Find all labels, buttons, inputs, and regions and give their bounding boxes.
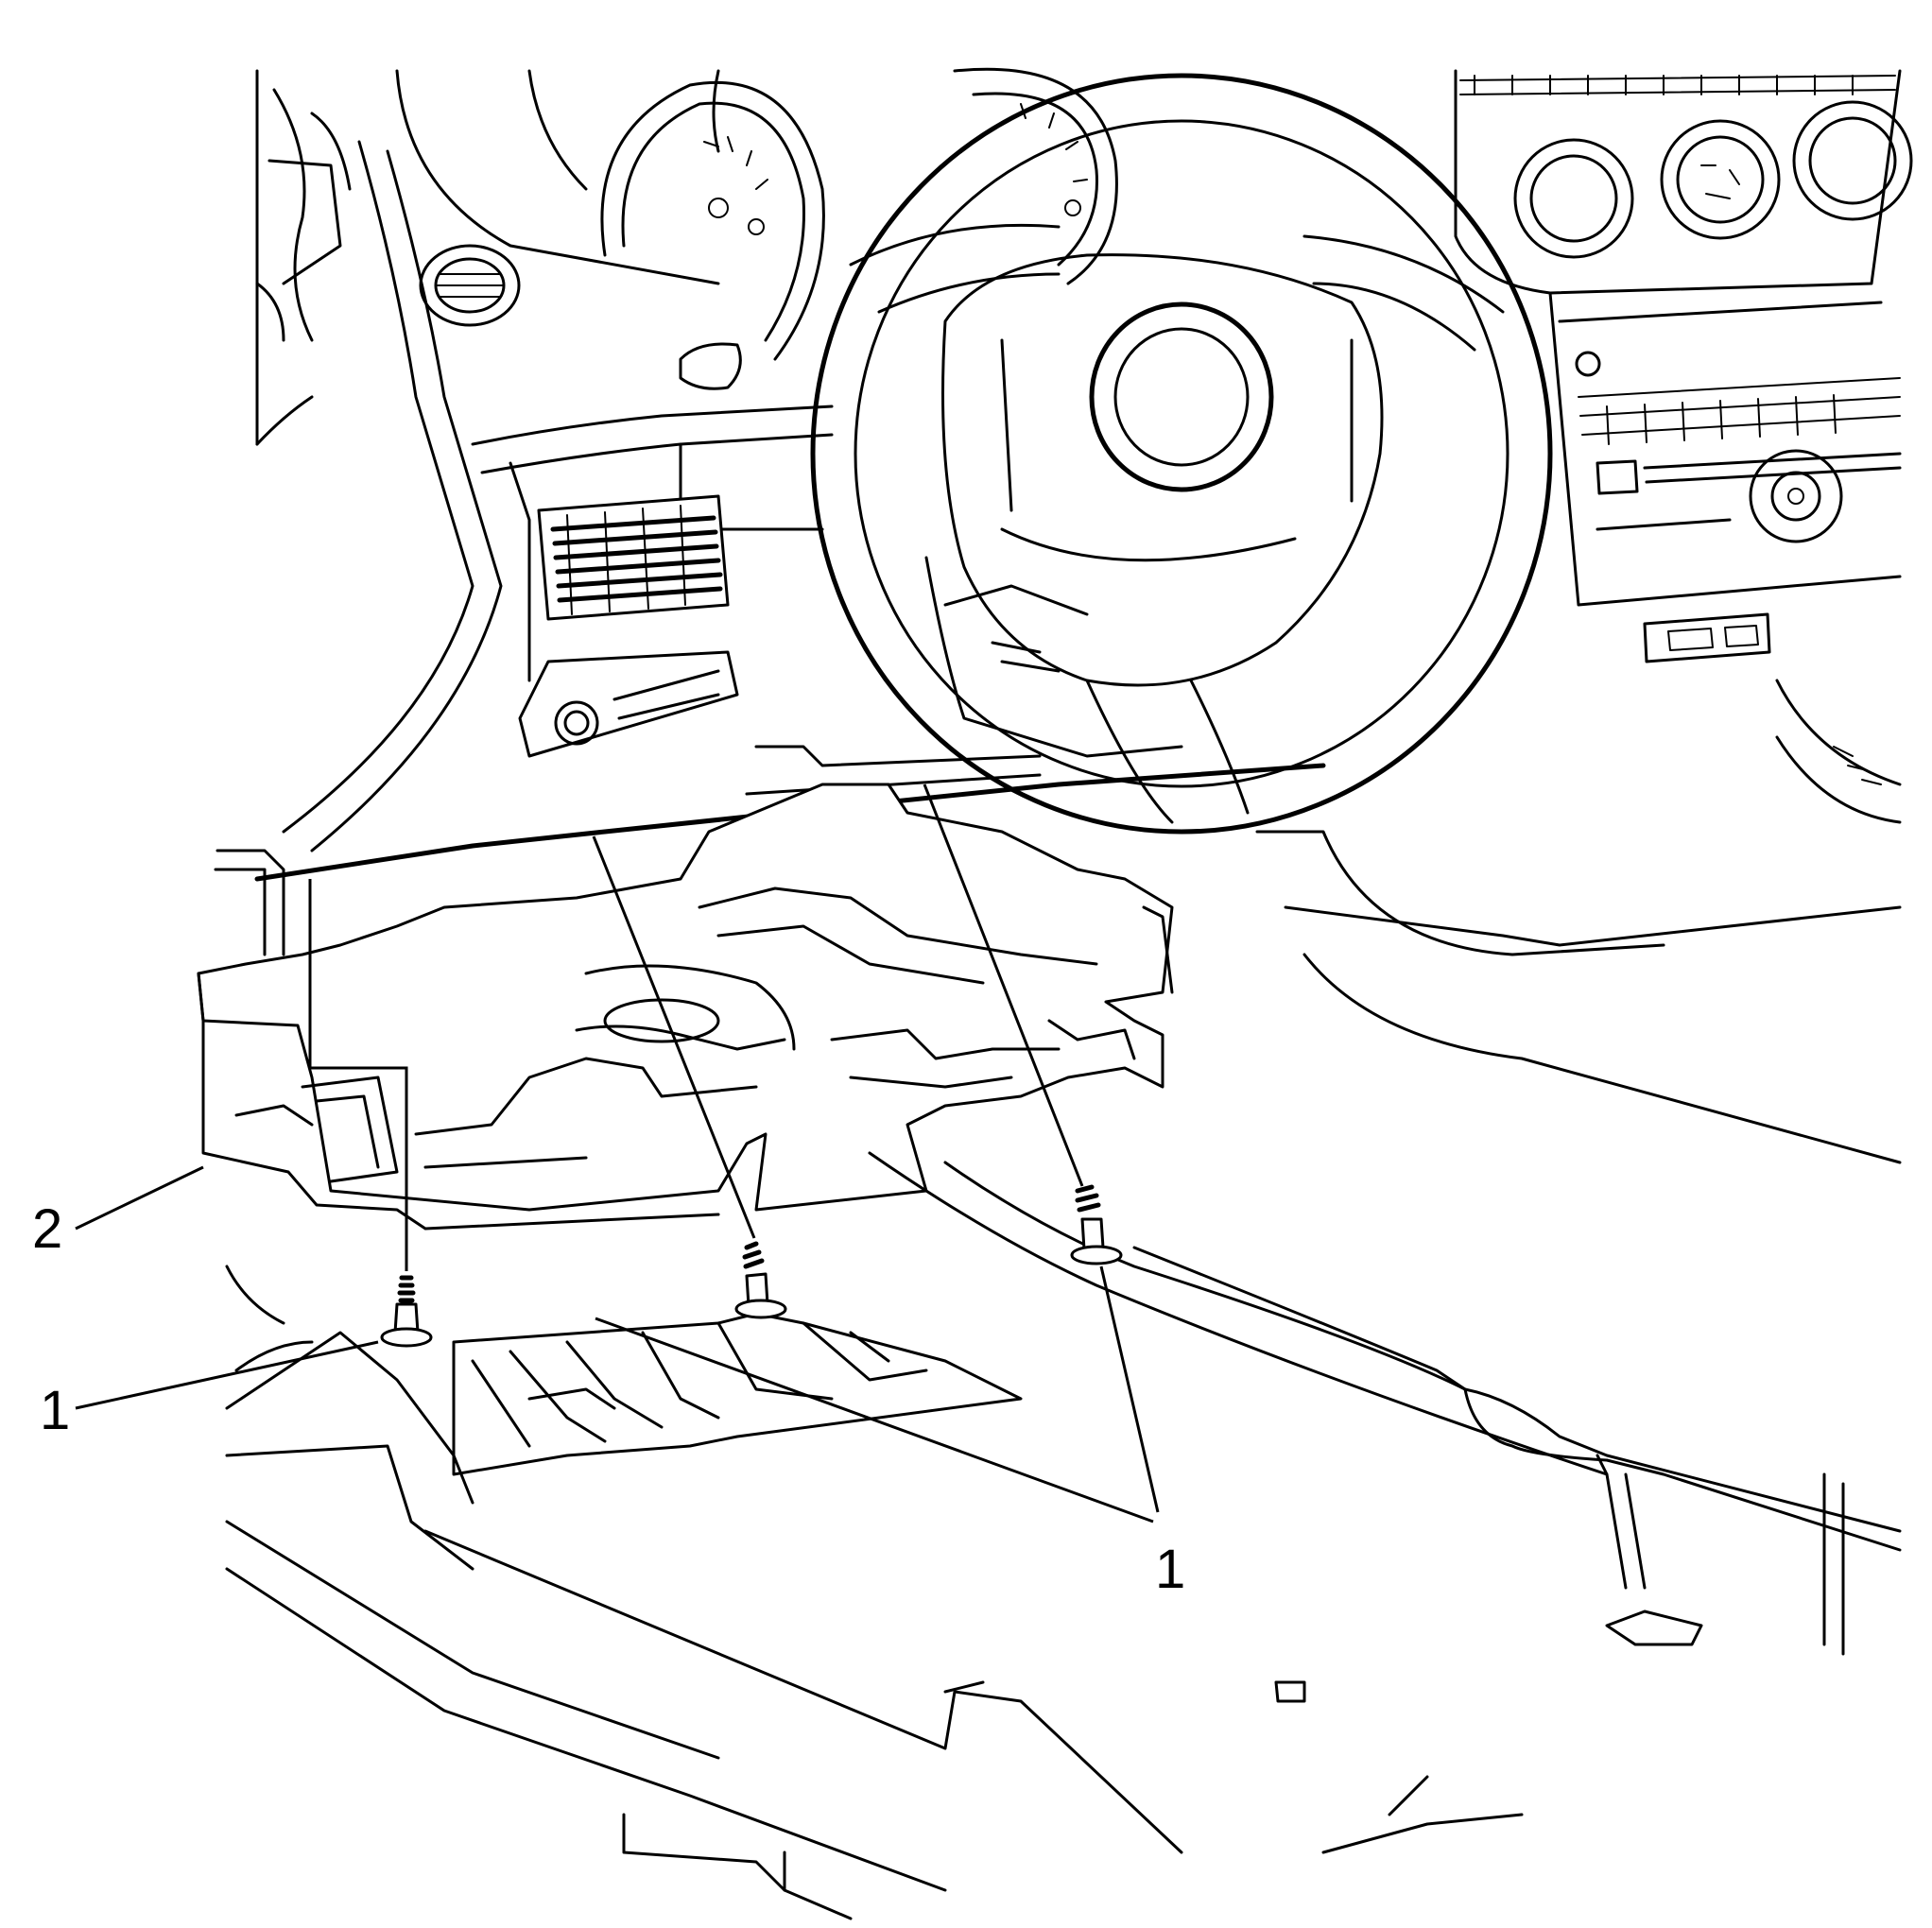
steering-wheel-hub bbox=[941, 253, 1384, 687]
callout-1-fasteners: 1 bbox=[1155, 1539, 1185, 1600]
instrument-panel-left-end bbox=[255, 69, 503, 852]
round-side-air-vent bbox=[419, 244, 521, 327]
callout-1-fastener-left: 1 bbox=[40, 1380, 70, 1441]
knee-bolster bbox=[197, 783, 1174, 1231]
steering-column bbox=[924, 556, 1183, 758]
fastener-left bbox=[380, 1275, 433, 1348]
radio-unit bbox=[1548, 291, 1902, 607]
leader-lines bbox=[75, 1165, 1160, 1523]
headlamp-switch-panel bbox=[518, 650, 739, 758]
instrument-panel-lower-edge bbox=[254, 745, 1326, 882]
instrument-cluster bbox=[600, 67, 1118, 390]
hvac-knob-left bbox=[1513, 138, 1634, 259]
hvac-knob-center bbox=[1660, 119, 1781, 240]
floor-and-sill bbox=[225, 1151, 1902, 1920]
callout-2-knee-bolster: 2 bbox=[32, 1198, 62, 1260]
floor-bracket bbox=[452, 1312, 1023, 1476]
fastener-center bbox=[734, 1241, 787, 1319]
dash-air-vent bbox=[537, 494, 730, 621]
center-console bbox=[1255, 679, 1902, 1164]
steering-wheel bbox=[810, 73, 1553, 835]
fastener-alignment-lines bbox=[308, 783, 1084, 1271]
center-switch-panel bbox=[1643, 612, 1771, 663]
fastener-right bbox=[1070, 1184, 1123, 1265]
hvac-knob-right bbox=[1792, 100, 1913, 221]
